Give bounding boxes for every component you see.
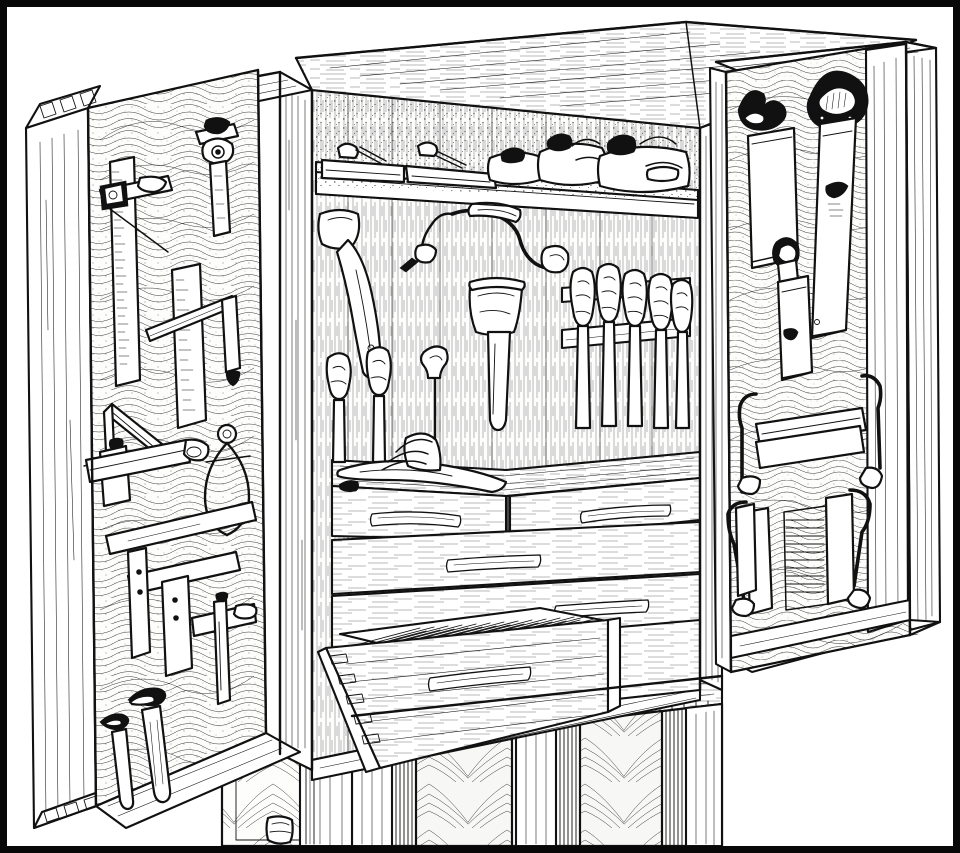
claw-hammer[interactable] bbox=[127, 687, 172, 804]
drawer-pull[interactable] bbox=[445, 554, 542, 573]
hand-axe[interactable] bbox=[468, 276, 526, 432]
wooden-jack-plane[interactable] bbox=[404, 141, 498, 190]
wooden-smoothing-plane[interactable] bbox=[320, 142, 406, 184]
chisel[interactable] bbox=[647, 272, 674, 430]
cabinet-carcase bbox=[278, 20, 918, 782]
left-door-outer-grain bbox=[39, 129, 85, 819]
dovetail-joint bbox=[39, 89, 97, 119]
drawer-pull[interactable] bbox=[427, 666, 532, 692]
screwdrivers[interactable] bbox=[325, 346, 392, 464]
mallet-hammer[interactable] bbox=[99, 713, 135, 811]
drawer-pull[interactable] bbox=[579, 504, 672, 524]
combination-square[interactable] bbox=[194, 117, 240, 238]
base-door-left[interactable] bbox=[414, 727, 514, 848]
try-square[interactable] bbox=[98, 174, 174, 253]
spokeshave-blade bbox=[785, 519, 825, 593]
card-scraper[interactable] bbox=[734, 502, 758, 598]
ink-accents bbox=[86, 40, 912, 808]
gauge-block[interactable] bbox=[160, 574, 194, 678]
spirit-level[interactable] bbox=[84, 438, 210, 484]
table-row[interactable] bbox=[330, 520, 702, 596]
table-row[interactable] bbox=[330, 484, 508, 542]
right-door[interactable] bbox=[700, 40, 942, 674]
plane-shelf bbox=[320, 133, 691, 194]
tenon-saw[interactable] bbox=[737, 90, 800, 270]
steel-rule[interactable] bbox=[170, 262, 208, 430]
left-door[interactable] bbox=[24, 68, 314, 830]
broad-hatchet[interactable] bbox=[317, 208, 382, 379]
marking-gauge[interactable] bbox=[190, 591, 258, 706]
base-door-right[interactable] bbox=[578, 709, 664, 848]
metal-jointer-plane[interactable] bbox=[596, 134, 691, 194]
plumb-bob[interactable] bbox=[220, 294, 242, 387]
straightedge-long[interactable] bbox=[104, 500, 258, 556]
metal-bench-plane[interactable] bbox=[536, 133, 609, 187]
carcase-left-post-grain bbox=[285, 83, 306, 749]
chisel[interactable] bbox=[569, 266, 596, 430]
drawer-bank bbox=[316, 476, 702, 774]
hand-saw[interactable] bbox=[806, 70, 869, 340]
chisel[interactable] bbox=[621, 268, 648, 428]
chisel-rack[interactable] bbox=[560, 262, 694, 430]
drawer-open[interactable] bbox=[316, 606, 622, 774]
bench-plane-on-shelf[interactable] bbox=[336, 432, 508, 494]
drawer-pull[interactable] bbox=[369, 511, 462, 528]
brace-and-bit[interactable] bbox=[399, 201, 570, 274]
base-reeding-left bbox=[395, 741, 413, 847]
dovetail-saw[interactable] bbox=[772, 237, 814, 382]
base-reeding-mid bbox=[559, 720, 577, 847]
mortise-gauge[interactable] bbox=[126, 546, 152, 660]
drawknife[interactable] bbox=[736, 373, 884, 496]
chisel[interactable] bbox=[595, 262, 622, 428]
open-drawer-grain bbox=[345, 637, 605, 743]
chisel[interactable] bbox=[669, 278, 694, 430]
base-reeding-right bbox=[665, 708, 683, 847]
